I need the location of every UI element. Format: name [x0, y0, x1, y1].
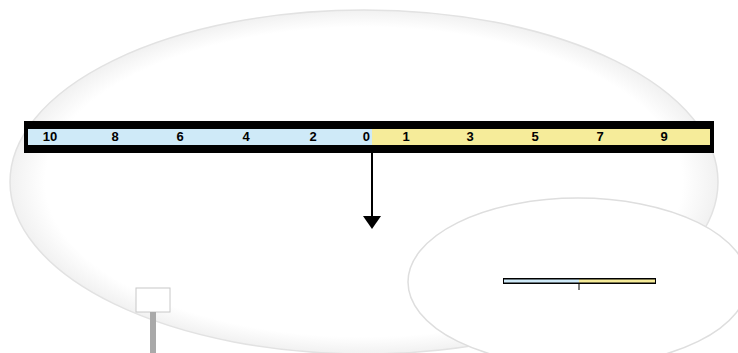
yellow-scale-band: 1 3 5 7 9: [372, 129, 710, 145]
stand-plate: [136, 288, 170, 312]
blue-scale-band: 10 8 6 4 2 0: [28, 129, 372, 145]
inset-disc: [408, 198, 738, 353]
pointer-line: [371, 152, 373, 220]
black-band: [24, 121, 714, 153]
inset-yellow: [579, 280, 655, 283]
scale-number: 3: [466, 129, 473, 145]
scale-number: 9: [660, 129, 667, 145]
scale-number: 7: [596, 129, 603, 145]
inset-band: [503, 278, 656, 284]
scale-number: 4: [242, 129, 249, 145]
scale-number: 2: [309, 129, 316, 145]
scale-number: 8: [111, 129, 118, 145]
stand-pole: [150, 312, 156, 353]
scale-number: 1: [402, 129, 409, 145]
scale-number: 5: [531, 129, 538, 145]
pointer-head: [363, 216, 381, 229]
inset-pointer: [579, 284, 580, 290]
inset-blue: [504, 280, 579, 283]
scale-number: 0: [363, 129, 370, 145]
scale-number: 10: [43, 129, 57, 145]
scale-number: 6: [176, 129, 183, 145]
